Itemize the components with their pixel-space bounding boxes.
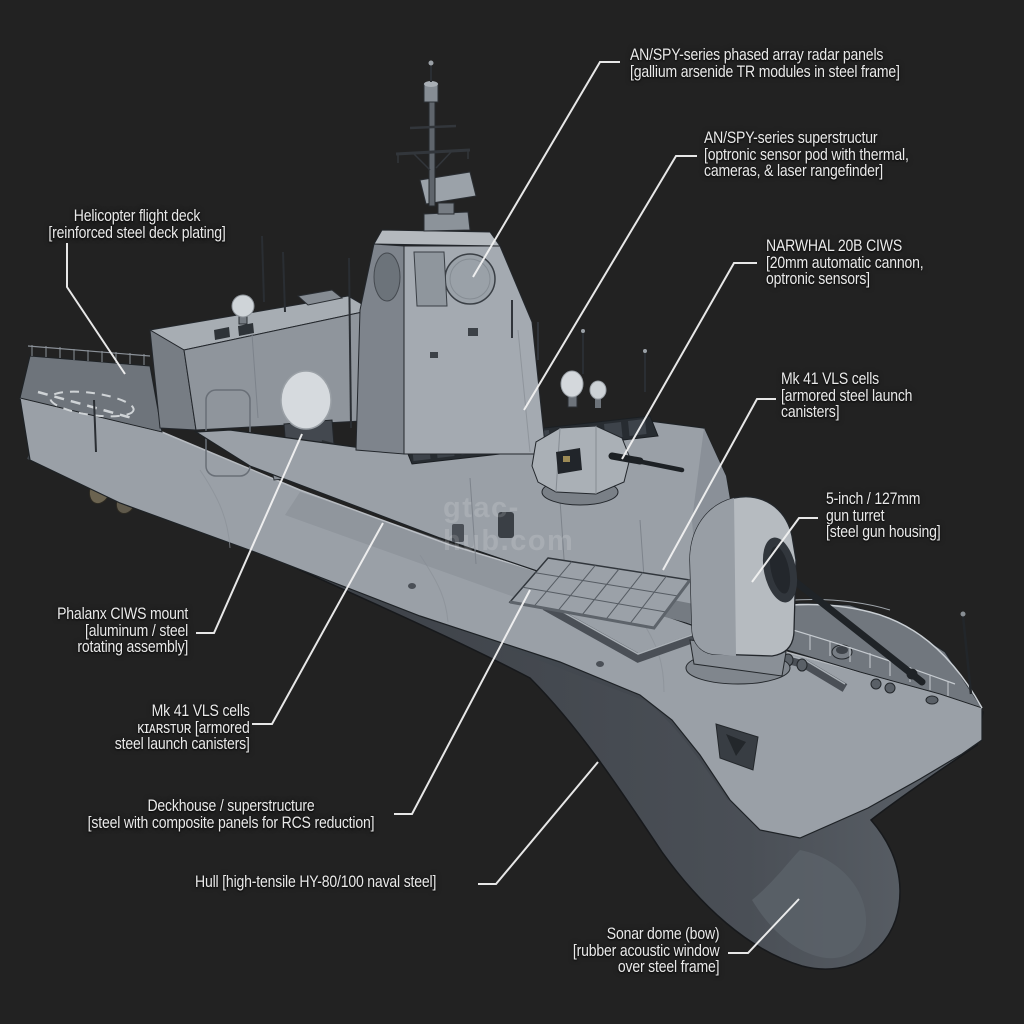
label-line: Phalanx CIWS mount (56, 605, 188, 623)
label-line: [aluminum / steel (84, 621, 188, 640)
narwhal-turret (531, 425, 685, 506)
label-hull: Hull [high-tensile HY-80/100 naval steel… (195, 874, 436, 891)
label-mk41-vls-left: Mk 41 VLS cells ᴋɪᴀʀsᴛᴜʀ [armored steel … (115, 703, 250, 753)
watermark: gtac-hub.com (443, 492, 575, 557)
label-line: [optronic sensor pod with thermal, (704, 145, 909, 164)
label-line: Hull [high-tensile HY-80/100 naval steel… (195, 873, 437, 891)
label-line: rotating assembly] (77, 638, 188, 656)
mast-rect-panel (413, 251, 448, 307)
mast-top-radar (419, 171, 477, 205)
label-line: canisters] (781, 403, 840, 421)
phalanx-dome (280, 370, 332, 430)
superstructure-shadow (285, 492, 560, 608)
label-line: 5-inch / 127mm (826, 490, 921, 508)
bollards (782, 644, 939, 705)
label-line: [steel gun housing] (826, 523, 941, 541)
label-line: optronic sensors] (766, 270, 870, 288)
label-line: over steel frame] (617, 958, 719, 976)
optronic-pod (560, 370, 584, 398)
label-line: AN/SPY-series phased array radar panels (630, 46, 884, 64)
yardarm (395, 148, 471, 156)
label-line: AN/SPY-series superstructur (704, 129, 878, 147)
label-line: [steel with composite panels for RCS red… (87, 813, 375, 832)
label-deckhouse: Deckhouse / superstructure [steel with c… (88, 798, 375, 831)
label-line: [rubber acoustic window (572, 941, 719, 960)
label-line: Sonar dome (bow) (606, 925, 719, 943)
label-superstructure-sensor: AN/SPY-series superstructur [optronic se… (704, 130, 909, 180)
label-mk41-vls-right: Mk 41 VLS cells [armored steel launch ca… (781, 371, 912, 421)
label-gun-turret: 5-inch / 127mm gun turret [steel gun hou… (826, 491, 941, 541)
aft-radome (231, 294, 255, 318)
label-phalanx-ciws: Phalanx CIWS mount [aluminum / steel rot… (57, 606, 188, 656)
label-radar-panels: AN/SPY-series phased array radar panels … (630, 47, 900, 80)
label-line: Deckhouse / superstructure (147, 797, 315, 815)
label-line: NARWHAL 20B CIWS (766, 237, 903, 255)
label-line: cameras, & laser rangefinder] (704, 162, 884, 180)
mast-side-panel (373, 252, 401, 302)
label-helicopter-deck: Helicopter flight deck [reinforced steel… (48, 208, 225, 241)
label-narwhal-ciws: NARWHAL 20B CIWS [20mm automatic cannon,… (766, 237, 924, 288)
mast-radar-panel (444, 253, 496, 305)
label-line: [gallium arsenide TR modules in steel fr… (630, 62, 900, 81)
label-line: ᴋɪᴀʀsᴛᴜʀ [armored (137, 718, 251, 737)
sensor-pods (560, 329, 647, 408)
vls-grid (508, 557, 692, 630)
label-line: steel launch canisters] (115, 735, 250, 753)
label-line: Mk 41 VLS cells (781, 370, 880, 388)
label-sonar-dome: Sonar dome (bow) [rubber acoustic window… (572, 926, 719, 976)
flight-deck-circle (49, 390, 135, 418)
jackstaff (961, 615, 973, 695)
label-line: [armored steel launch (781, 386, 913, 405)
label-line: Helicopter flight deck (73, 207, 201, 225)
label-line: [reinforced steel deck plating] (48, 223, 226, 242)
label-line: gun turret (826, 506, 885, 525)
label-line: [20mm automatic cannon, (766, 253, 924, 272)
label-line: Mk 41 VLS cells (151, 702, 250, 720)
mast-tower (355, 60, 547, 455)
